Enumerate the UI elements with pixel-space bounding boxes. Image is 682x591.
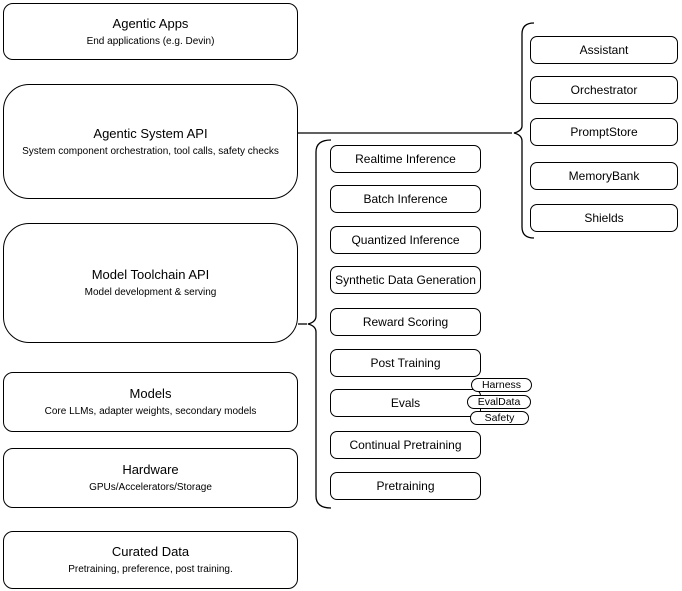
node-reward-scoring: Reward Scoring — [330, 308, 481, 336]
node-label: Continual Pretraining — [349, 438, 462, 452]
toolchain-bracket — [307, 139, 332, 509]
node-label: PromptStore — [570, 125, 638, 139]
node-subtitle: Model development & serving — [84, 287, 217, 298]
node-realtime-inference: Realtime Inference — [330, 145, 481, 173]
node-label: Shields — [584, 211, 624, 225]
tag-label: EvalData — [477, 396, 521, 408]
node-label: Reward Scoring — [362, 315, 449, 329]
tag-label: Harness — [481, 379, 522, 391]
node-shields: Shields — [530, 204, 678, 232]
node-label: Evals — [390, 396, 421, 410]
node-subtitle: End applications (e.g. Devin) — [86, 35, 215, 47]
tag-label: Safety — [484, 412, 515, 424]
node-pretraining: Pretraining — [330, 472, 481, 500]
node-quantized-inference: Quantized Inference — [330, 226, 481, 254]
node-title: Model Toolchain API — [91, 267, 210, 282]
node-model-toolchain-api: Model Toolchain API Model development & … — [3, 223, 298, 343]
node-synthetic-data-generation: Synthetic Data Generation — [330, 266, 481, 294]
node-assistant: Assistant — [530, 36, 678, 64]
node-curated-data: Curated Data Pretraining, preference, po… — [3, 531, 298, 589]
node-subtitle: GPUs/Accelerators/Storage — [89, 482, 212, 493]
node-memorybank: MemoryBank — [530, 162, 678, 190]
node-title: Models — [129, 386, 172, 401]
node-label: Orchestrator — [570, 83, 638, 97]
node-subtitle: System component orchestration, tool cal… — [22, 145, 279, 157]
node-agentic-apps: Agentic Apps End applications (e.g. Devi… — [3, 3, 298, 60]
node-evals: Evals — [330, 389, 481, 417]
node-label: Synthetic Data Generation — [335, 273, 476, 287]
tag-harness: Harness — [471, 378, 532, 392]
tag-evaldata: EvalData — [467, 395, 531, 409]
node-batch-inference: Batch Inference — [330, 185, 481, 213]
node-title: Agentic Apps — [112, 15, 189, 31]
node-label: Batch Inference — [363, 192, 448, 206]
node-post-training: Post Training — [330, 349, 481, 377]
node-subtitle: Pretraining, preference, post training. — [68, 564, 233, 575]
node-hardware: Hardware GPUs/Accelerators/Storage — [3, 448, 298, 508]
node-subtitle: Core LLMs, adapter weights, secondary mo… — [44, 406, 257, 417]
node-label: Assistant — [579, 43, 629, 57]
node-continual-pretraining: Continual Pretraining — [330, 431, 481, 459]
node-title: Hardware — [122, 462, 179, 477]
node-title: Curated Data — [111, 544, 190, 559]
node-promptstore: PromptStore — [530, 118, 678, 146]
node-label: Realtime Inference — [355, 152, 456, 166]
node-models: Models Core LLMs, adapter weights, secon… — [3, 372, 298, 432]
tag-safety: Safety — [470, 411, 529, 425]
node-label: MemoryBank — [568, 169, 640, 183]
node-label: Post Training — [370, 356, 441, 370]
node-title: Agentic System API — [93, 125, 208, 141]
node-orchestrator: Orchestrator — [530, 76, 678, 104]
node-agentic-system-api: Agentic System API System component orch… — [3, 84, 298, 199]
node-label: Pretraining — [376, 479, 435, 493]
node-label: Quantized Inference — [351, 233, 460, 247]
